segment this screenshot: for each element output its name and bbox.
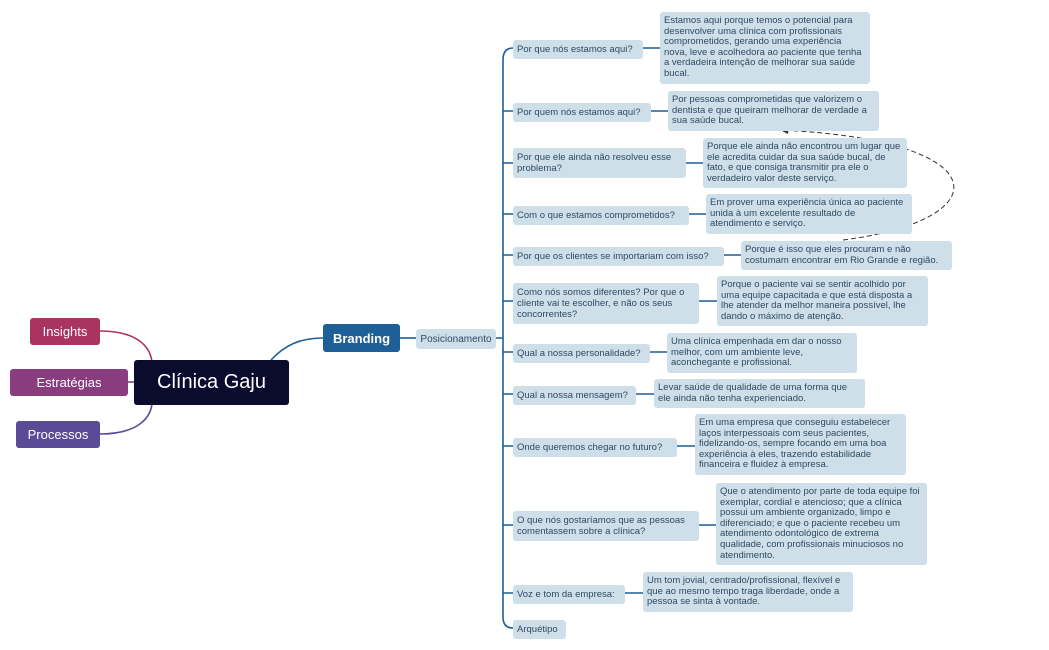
question-node[interactable]: Por que os clientes se importariam com i… <box>513 247 724 266</box>
topic-processos[interactable]: Processos <box>16 421 100 448</box>
answer-node[interactable]: Um tom jovial, centrado/profissional, fl… <box>643 572 853 612</box>
connector-q-stubs <box>503 110 513 594</box>
root-topic[interactable]: Clínica Gaju <box>134 360 289 405</box>
question-node[interactable]: Arquétipo <box>513 620 566 639</box>
connector-insights <box>99 330 153 363</box>
question-node[interactable]: O que nós gostaríamos que as pessoas com… <box>513 511 699 541</box>
question-node[interactable]: Onde queremos chegar no futuro? <box>513 438 677 457</box>
subtopic-posicionamento[interactable]: Posicionamento <box>416 329 496 349</box>
topic-insights[interactable]: Insights <box>30 318 100 345</box>
answer-node[interactable]: Em prover uma experiência única ao pacie… <box>706 194 912 234</box>
topic-branding[interactable]: Branding <box>323 324 400 352</box>
answer-node[interactable]: Estamos aqui porque temos o potencial pa… <box>660 12 870 84</box>
answer-node[interactable]: Que o atendimento por parte de toda equi… <box>716 483 927 566</box>
answer-node[interactable]: Uma clínica empenhada em dar o nosso mel… <box>667 333 857 373</box>
question-node[interactable]: Qual a nossa mensagem? <box>513 386 636 405</box>
question-node[interactable]: Qual a nossa personalidade? <box>513 344 650 363</box>
question-node[interactable]: Voz e tom da empresa: <box>513 585 625 604</box>
question-node[interactable]: Como nós somos diferentes? Por que o cli… <box>513 283 699 324</box>
question-node[interactable]: Por que nós estamos aqui? <box>513 40 643 59</box>
connector-processos <box>99 403 153 435</box>
answer-node[interactable]: Porque o paciente vai se sentir acolhido… <box>717 276 928 327</box>
question-node[interactable]: Por quem nós estamos aqui? <box>513 103 651 122</box>
connector-trunk <box>496 47 514 629</box>
answer-node[interactable]: Levar saúde de qualidade de uma forma qu… <box>654 379 865 409</box>
answer-node[interactable]: Por pessoas comprometidas que valorizem … <box>668 91 879 131</box>
answer-node[interactable]: Porque ele ainda não encontrou um lugar … <box>703 138 907 189</box>
connector-a-stubs <box>625 47 741 594</box>
topic-estrategias[interactable]: Estratégias <box>10 369 128 396</box>
answer-node[interactable]: Porque é isso que eles procuram e não co… <box>741 241 952 271</box>
connector-branding <box>270 337 324 361</box>
question-node[interactable]: Por que ele ainda não resolveu esse prob… <box>513 148 686 178</box>
question-node[interactable]: Com o que estamos comprometidos? <box>513 206 689 225</box>
answer-node[interactable]: Em uma empresa que conseguiu estabelecer… <box>695 414 906 475</box>
